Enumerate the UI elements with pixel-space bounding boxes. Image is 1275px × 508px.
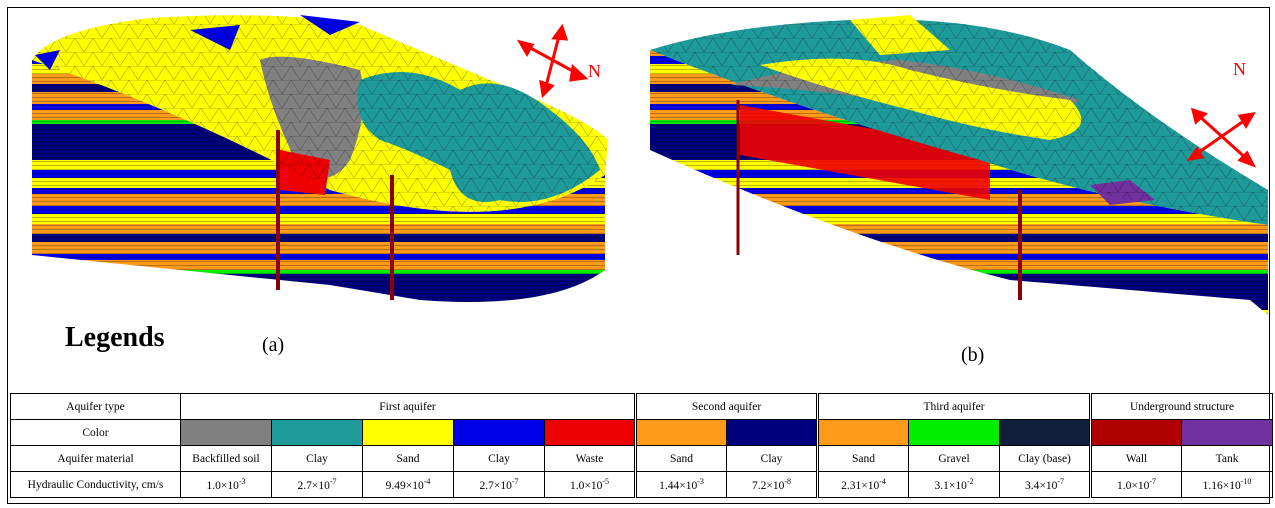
conductivity-cell: 1.16×10-10 xyxy=(1181,471,1274,498)
material-cell: Sand xyxy=(634,445,728,472)
color-swatch-cell xyxy=(634,419,728,446)
material-cell: Sand xyxy=(816,445,910,472)
conductivity-cell: 1.0×10-5 xyxy=(543,471,637,498)
conductivity-exponent: -7 xyxy=(1149,477,1157,487)
material-cell: Tank xyxy=(1181,445,1274,472)
conductivity-cell: 1.44×10-3 xyxy=(634,471,728,498)
conductivity-mantissa: 3.1×10 xyxy=(934,479,967,492)
conductivity-mantissa: 1.0×10 xyxy=(569,479,603,492)
color-swatch-cell xyxy=(816,419,910,446)
conductivity-exponent: -7 xyxy=(511,477,519,487)
conductivity-exponent: -3 xyxy=(697,477,704,487)
model-b-3d-block: N xyxy=(650,15,1268,315)
aquifer-group-cell: Underground structure xyxy=(1089,393,1274,420)
color-swatch-cell xyxy=(999,419,1092,446)
material-cell: Clay xyxy=(453,445,545,472)
north-label-b: N xyxy=(1233,59,1246,79)
conductivity-mantissa: 2.31×10 xyxy=(841,479,880,492)
conductivity-cell: 2.31×10-4 xyxy=(816,471,910,498)
panel-b-label: (b) xyxy=(961,344,985,366)
color-swatch-cell xyxy=(1181,419,1274,446)
conductivity-exponent: -5 xyxy=(602,477,610,487)
conductivity-exponent: -10 xyxy=(1240,477,1252,487)
conductivity-cell: 2.7×10-7 xyxy=(453,471,545,498)
material-cell: Gravel xyxy=(908,445,1001,472)
conductivity-mantissa: 2.7×10 xyxy=(479,479,512,492)
aquifer-group-cell: Third aquifer xyxy=(816,393,1092,420)
conductivity-cell: 9.49×10-4 xyxy=(362,471,454,498)
aquifer-type-header: Aquifer type xyxy=(10,393,181,420)
conductivity-mantissa: 1.0×10 xyxy=(1117,479,1150,492)
color-swatch-cell xyxy=(180,419,272,446)
conductivity-exponent: -7 xyxy=(329,477,337,487)
conductivity-cell: 7.2×10-8 xyxy=(726,471,819,498)
material-cell: Clay xyxy=(271,445,363,472)
material-cell: Clay xyxy=(726,445,819,472)
material-header: Aquifer material xyxy=(10,445,181,472)
color-swatch-cell xyxy=(1089,419,1183,446)
color-swatch-cell xyxy=(362,419,454,446)
north-arrow-b xyxy=(1186,107,1257,168)
conductivity-exponent: -3 xyxy=(238,477,246,487)
conductivity-header: Hydraulic Conductivity, cm/s xyxy=(10,471,181,498)
aquifer-group-cell: First aquifer xyxy=(179,393,637,420)
color-row: Color xyxy=(10,419,1274,446)
conductivity-exponent: -4 xyxy=(879,477,886,487)
conductivity-mantissa: 1.44×10 xyxy=(659,479,698,492)
conductivity-mantissa: 2.7×10 xyxy=(297,479,330,492)
conductivity-exponent: -4 xyxy=(423,477,431,487)
legends-title: Legends xyxy=(65,322,165,353)
north-label-a: N xyxy=(588,61,601,81)
conductivity-mantissa: 1.0×10 xyxy=(206,479,239,492)
conductivity-cell: 2.7×10-7 xyxy=(271,471,363,498)
conductivity-mantissa: 3.4×10 xyxy=(1025,479,1058,492)
conductivity-exponent: -2 xyxy=(966,477,974,487)
color-swatch-cell xyxy=(271,419,363,446)
conductivity-mantissa: 1.16×10 xyxy=(1202,479,1241,492)
model-a-3d-block: N xyxy=(32,15,608,302)
material-cell: Wall xyxy=(1089,445,1183,472)
material-cell: Backfilled soil xyxy=(180,445,272,472)
north-arrow-a xyxy=(516,23,589,99)
conductivity-exponent: -7 xyxy=(1057,477,1065,487)
material-cell: Sand xyxy=(362,445,454,472)
conductivity-cell: 1.0×10-3 xyxy=(180,471,272,498)
panel-a-label: (a) xyxy=(262,334,285,356)
color-swatch-cell xyxy=(726,419,819,446)
conductivity-cell: 3.4×10-7 xyxy=(999,471,1092,498)
conductivity-cell: 1.0×10-7 xyxy=(1089,471,1183,498)
conductivity-cell: 3.1×10-2 xyxy=(908,471,1001,498)
aquifer-group-cell: Second aquifer xyxy=(634,393,819,420)
conductivity-mantissa: 7.2×10 xyxy=(752,479,785,492)
conductivity-exponent: -8 xyxy=(784,477,792,487)
color-header: Color xyxy=(10,419,181,446)
color-swatch-cell xyxy=(908,419,1001,446)
color-swatch-cell xyxy=(453,419,545,446)
material-cell: Clay (base) xyxy=(999,445,1092,472)
conductivity-mantissa: 9.49×10 xyxy=(385,479,424,492)
color-swatch-cell xyxy=(543,419,637,446)
material-cell: Waste xyxy=(543,445,637,472)
